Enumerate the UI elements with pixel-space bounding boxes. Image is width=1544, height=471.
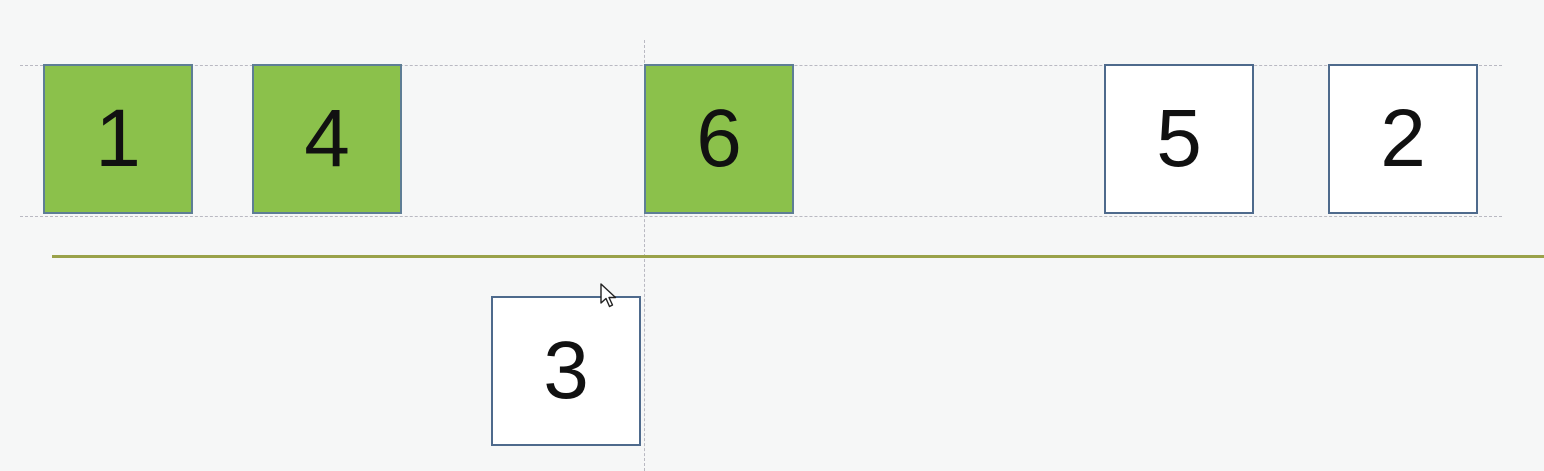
card-3[interactable]: 3 [491,296,641,446]
card-1[interactable]: 1 [43,64,193,214]
card-2[interactable]: 2 [1328,64,1478,214]
mouse-pointer-icon [600,283,617,308]
card-6[interactable]: 6 [644,64,794,214]
row-divider-line [52,255,1544,258]
bottom-guide-line [20,216,1502,217]
card-5[interactable]: 5 [1104,64,1254,214]
card-4[interactable]: 4 [252,64,402,214]
